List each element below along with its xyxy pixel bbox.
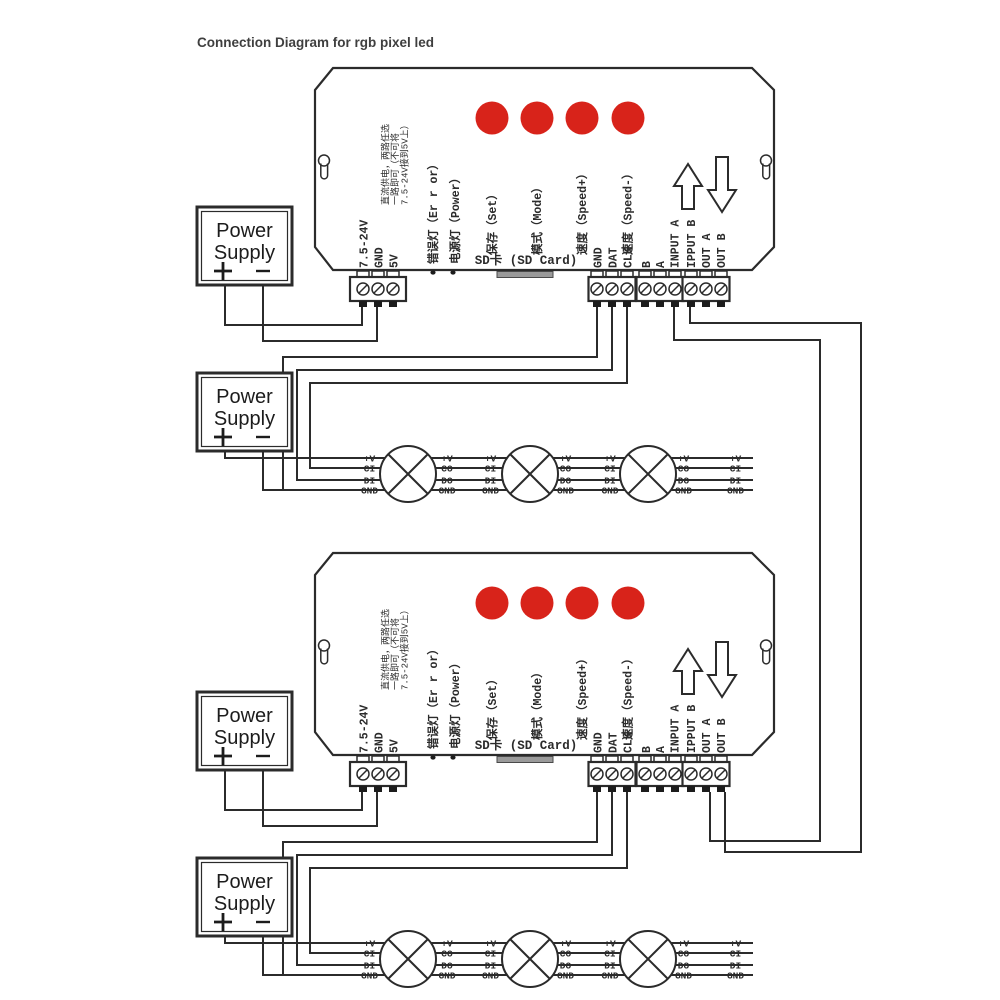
- wire-ipput-b-to-out-b: [689, 307, 862, 853]
- page-title: Connection Diagram for rgb pixel led: [197, 35, 434, 50]
- bottom-section: [197, 553, 774, 987]
- wire-input-a-to-out-a: [673, 307, 821, 842]
- top-section: [197, 68, 774, 502]
